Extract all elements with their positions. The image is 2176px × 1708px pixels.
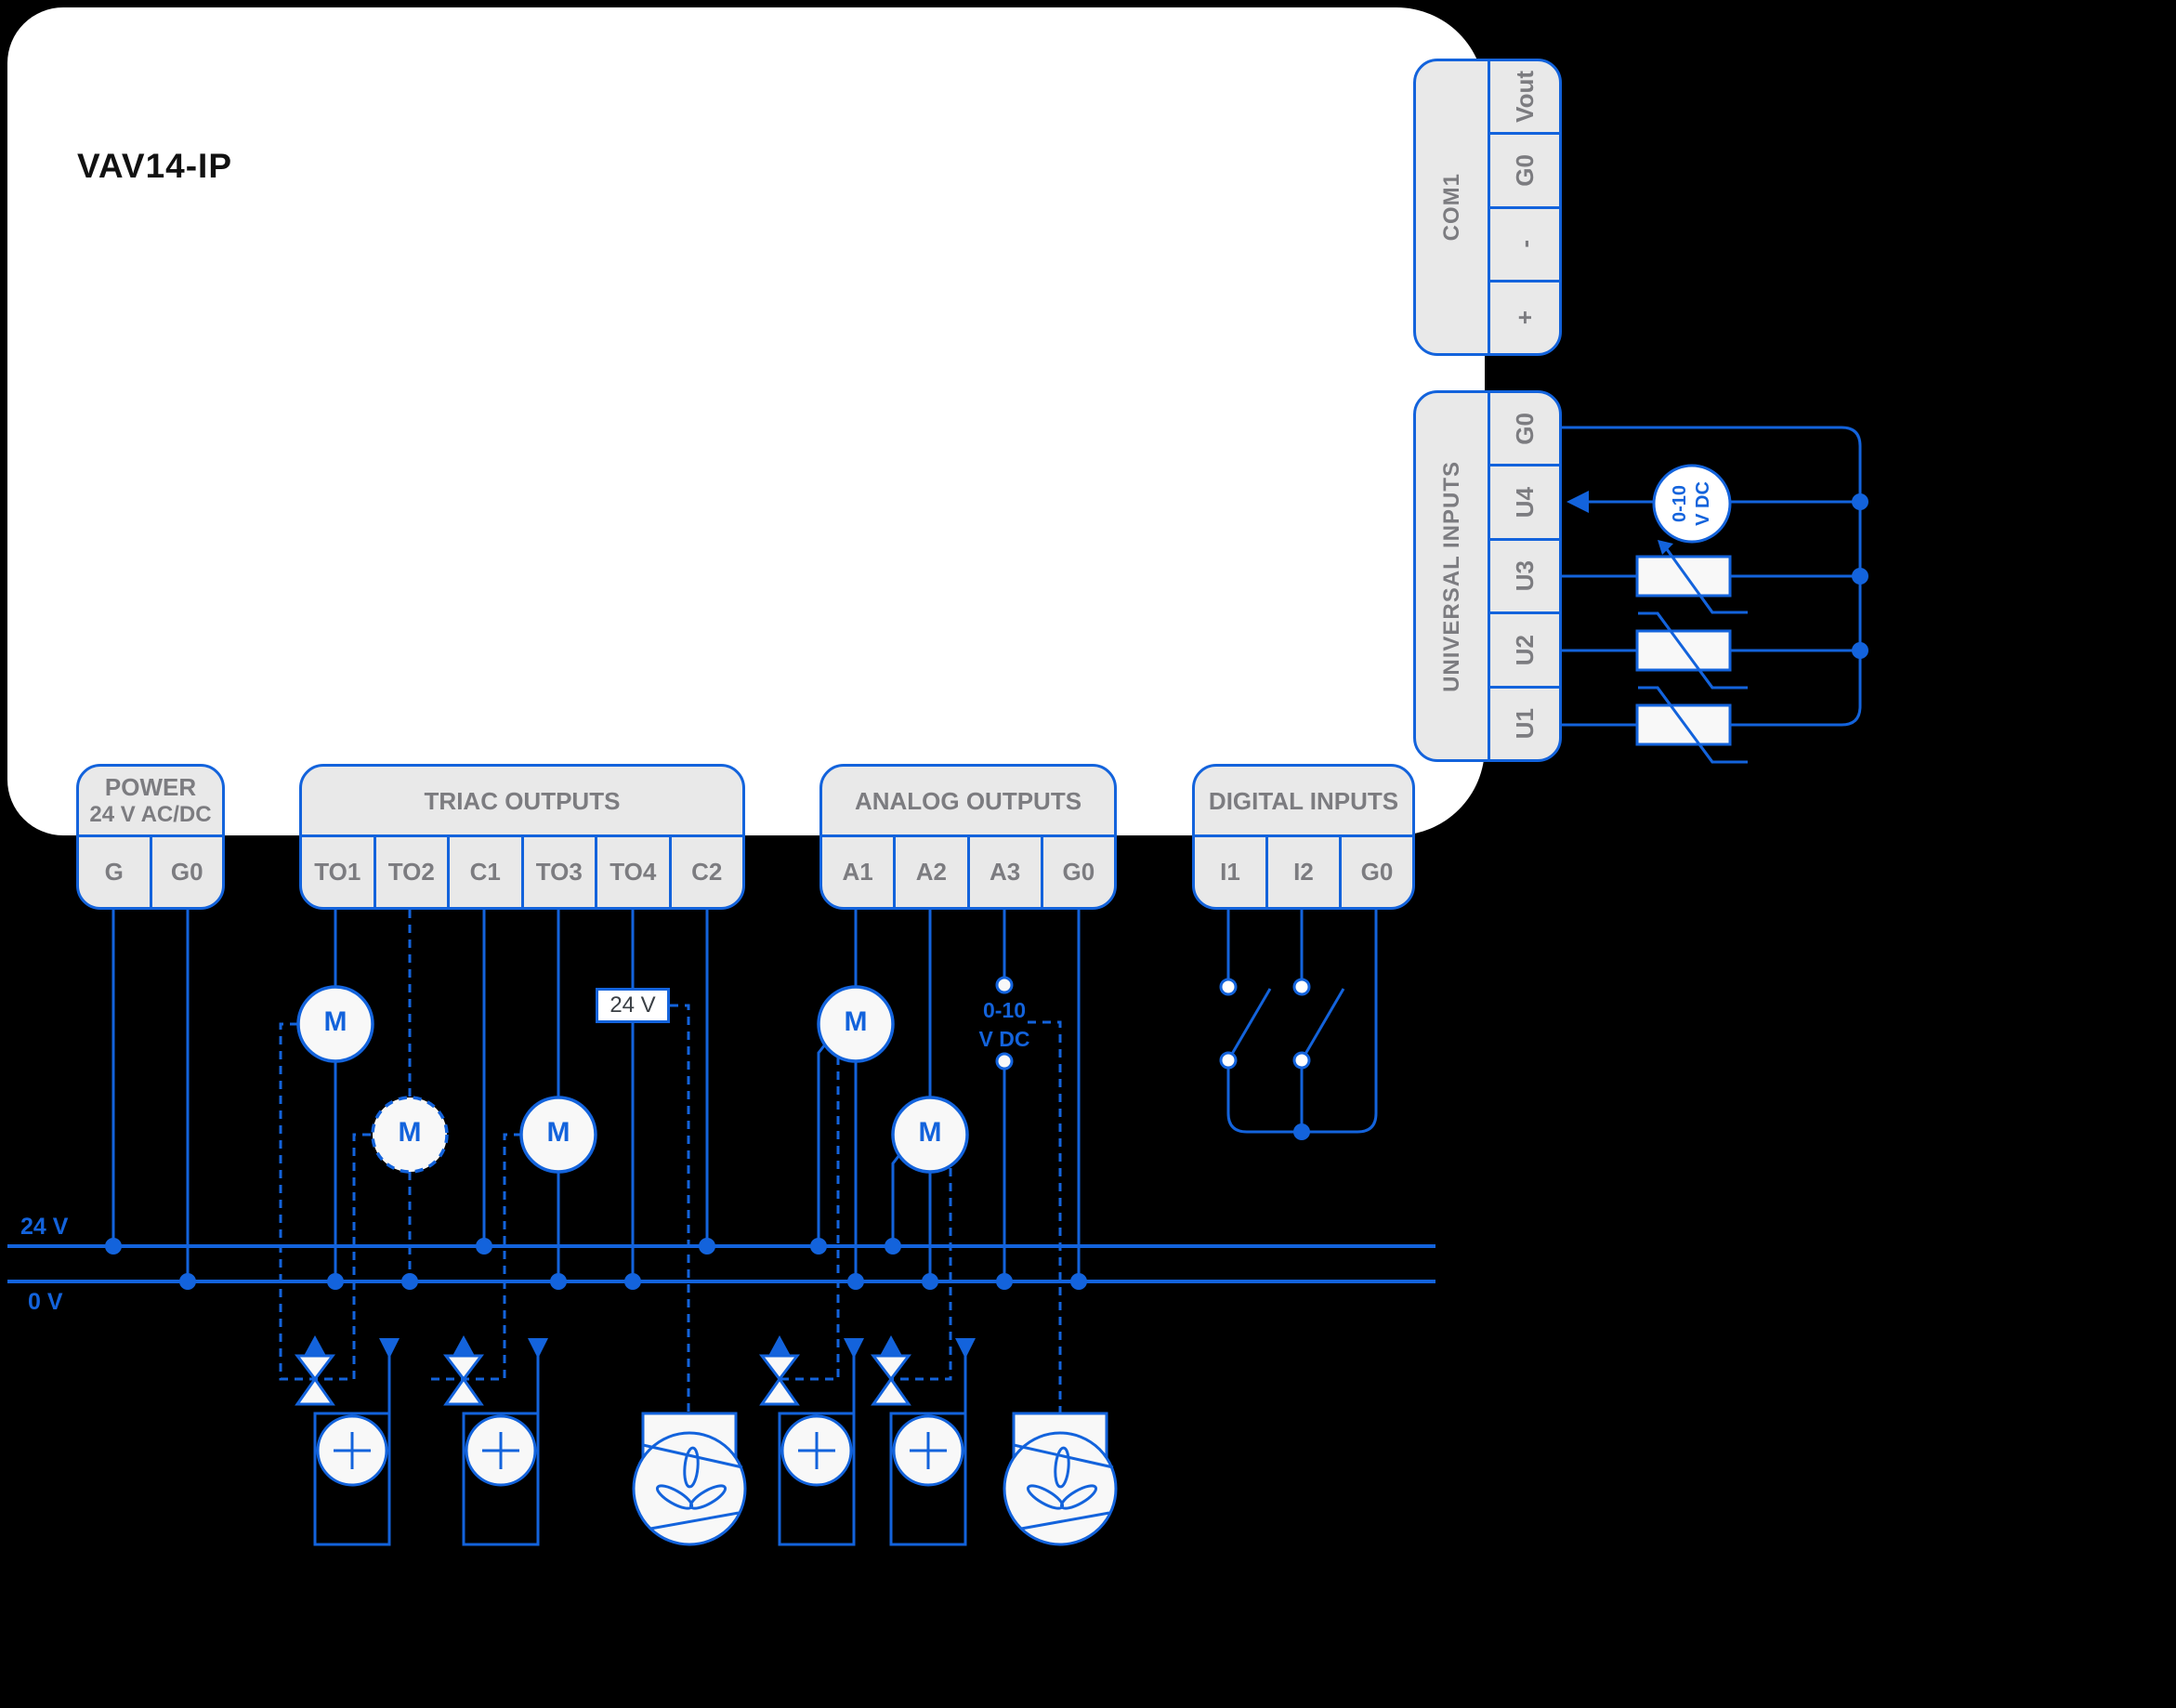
- wire-a1-motor-24v-tail: [817, 1044, 827, 1246]
- motor-a1-label: M: [844, 1006, 868, 1037]
- a3-source-label-line1: 0-10: [982, 998, 1027, 1022]
- terminal-block-triac: TRIAC OUTPUTS TO1 TO2 C1 TO3 TO4 C2: [299, 764, 745, 910]
- terminal-u1: U1: [1510, 708, 1539, 740]
- terminal-g: G: [104, 858, 124, 886]
- u4-input-arrow: [1566, 491, 1589, 513]
- terminal-a2: A2: [893, 837, 966, 907]
- link-m1-valve1: [279, 1022, 374, 1381]
- fan-2-icon: [1003, 1412, 1118, 1546]
- link-m4-valve3: [780, 1057, 840, 1381]
- terminal-com1-minus: -: [1510, 240, 1539, 248]
- switch-i1-blade: [1226, 988, 1272, 1061]
- page-title: VAV14-IP: [77, 147, 233, 185]
- terminal-c2: C2: [668, 837, 743, 907]
- terminal-digital-g0: G0: [1339, 837, 1412, 907]
- a3-source-terminal-top: [995, 976, 1014, 994]
- terminal-com1-g0: G0: [1510, 154, 1539, 187]
- switch-i1-pivot: [1219, 1051, 1238, 1070]
- potentiometer-u3-arrow: [1658, 540, 1673, 555]
- link-a3-fan2: [1028, 1020, 1062, 1413]
- valve-coil-group-4: [870, 1335, 976, 1546]
- terminal-u4: U4: [1510, 486, 1539, 519]
- motor-to3-label: M: [546, 1117, 570, 1148]
- motor-to2-label: M: [398, 1117, 422, 1148]
- terminal-vout: Vout: [1510, 71, 1539, 124]
- terminal-to3: TO3: [520, 837, 596, 907]
- valve-coil-group-1: [294, 1335, 400, 1546]
- terminal-u2: U2: [1510, 634, 1539, 666]
- terminal-i2: I2: [1265, 837, 1339, 907]
- valve-coil-group-2: [442, 1335, 548, 1546]
- bus-24v-label: 24 V: [20, 1214, 69, 1240]
- fan-1-icon: [632, 1412, 747, 1546]
- switch-i2-contact: [1292, 978, 1311, 996]
- u4-source-circle: [1652, 464, 1732, 544]
- motor-to1-label: M: [323, 1006, 347, 1037]
- valve-coil-group-3: [758, 1335, 864, 1546]
- switch-i1-contact: [1219, 978, 1238, 996]
- wire-a2-motor-24v-tail: [891, 1154, 901, 1246]
- bus-0v-label: 0 V: [28, 1289, 63, 1315]
- power-title-line2: 24 V AC/DC: [89, 801, 212, 827]
- analog-block-header: ANALOG OUTPUTS: [822, 767, 1114, 837]
- thermistor-u2-icon: [1635, 629, 1732, 672]
- a3-source-terminal-bottom: [995, 1052, 1014, 1071]
- junction-dots: [105, 493, 1868, 1290]
- terminal-c1: C1: [447, 837, 521, 907]
- motor-a1-icon: [817, 985, 895, 1063]
- terminal-block-universal: UNIVERSAL INPUTS G0 U4 U3 U2 U1: [1413, 390, 1562, 762]
- terminal-to4: TO4: [595, 837, 669, 907]
- supply-24v-box: 24 V: [596, 988, 670, 1023]
- terminal-a3: A3: [966, 837, 1041, 907]
- terminal-i1: I1: [1220, 858, 1240, 886]
- u4-source-label-line2: V DC: [1692, 481, 1713, 526]
- u4-source-label: 0-10 V DC: [1655, 466, 1729, 541]
- power-block-header: POWER 24 V AC/DC: [79, 767, 222, 837]
- potentiometer-u3-icon: [1635, 555, 1732, 598]
- terminal-g0: G0: [149, 837, 223, 907]
- controller-body: [7, 7, 1485, 835]
- terminal-block-power: POWER 24 V AC/DC G G0: [76, 764, 225, 910]
- motor-to2-optional-icon: [371, 1096, 449, 1174]
- link-m3-valve2: [426, 1133, 522, 1381]
- universal-block-header: UNIVERSAL INPUTS: [1438, 460, 1464, 692]
- terminal-a1: A1: [842, 858, 873, 886]
- terminal-block-analog: ANALOG OUTPUTS A1 A2 A3 G0: [819, 764, 1117, 910]
- motor-a2-label: M: [918, 1117, 942, 1148]
- terminal-to2: TO2: [373, 837, 448, 907]
- terminal-block-digital: DIGITAL INPUTS I1 I2 G0: [1192, 764, 1415, 910]
- motor-a2-icon: [891, 1096, 969, 1174]
- triac-block-header: TRIAC OUTPUTS: [302, 767, 742, 837]
- com1-block-header: COM1: [1438, 173, 1464, 242]
- terminal-analog-g0: G0: [1040, 837, 1114, 907]
- a3-source-label: 0-10 V DC: [967, 996, 1042, 1054]
- power-title-line1: POWER: [104, 772, 197, 801]
- link-m5-valve4: [891, 1168, 952, 1381]
- switch-i2-blade: [1300, 988, 1345, 1061]
- motor-to1-icon: [296, 985, 374, 1063]
- terminal-com1-plus: +: [1510, 310, 1539, 325]
- terminal-block-com1: COM1 Vout G0 - +: [1413, 59, 1562, 356]
- link-supply-fan1: [670, 1004, 690, 1413]
- u4-source-label-line1: 0-10: [1669, 484, 1690, 523]
- motor-to3-icon: [519, 1096, 597, 1174]
- terminal-to1: TO1: [314, 858, 361, 886]
- digital-block-header: DIGITAL INPUTS: [1195, 767, 1412, 837]
- terminal-universal-g0: G0: [1510, 412, 1539, 445]
- a3-source-label-line2: V DC: [978, 1027, 1030, 1051]
- switch-i2-pivot: [1292, 1051, 1311, 1070]
- terminal-u3: U3: [1510, 560, 1539, 592]
